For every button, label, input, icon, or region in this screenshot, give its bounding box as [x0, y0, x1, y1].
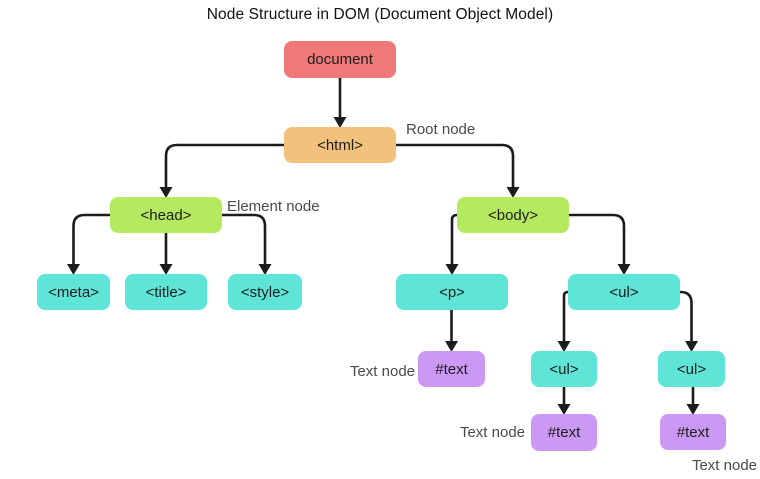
node-text3: #text — [660, 414, 726, 450]
diagram-title: Node Structure in DOM (Document Object M… — [206, 6, 554, 23]
arrowhead-ul3-text3 — [686, 404, 700, 415]
arrowhead-body-p — [445, 264, 459, 275]
arrowhead-html-head — [159, 187, 173, 198]
node-ul3: <ul> — [658, 351, 725, 387]
node-body: <body> — [457, 197, 569, 233]
annotation-text-node-2: Text node — [349, 363, 415, 380]
edge-head-style — [222, 213, 267, 266]
arrowhead-ul1-ul3 — [685, 341, 698, 352]
node-ul1: <ul> — [568, 274, 680, 310]
node-text2: #text — [531, 414, 597, 451]
arrowhead-html-body — [506, 187, 520, 198]
edge-ul1-ul2 — [562, 290, 569, 343]
node-html: <html> — [284, 127, 396, 163]
edge-body-p — [450, 213, 458, 266]
edge-ul1-ul3 — [680, 290, 693, 343]
edge-html-body — [396, 143, 515, 189]
arrowhead-ul1-ul2 — [557, 341, 571, 352]
node-ul2: <ul> — [531, 351, 597, 387]
edge-head-meta — [72, 213, 110, 266]
node-p: <p> — [396, 274, 508, 310]
node-meta: <meta> — [37, 274, 110, 310]
node-document: document — [284, 41, 396, 78]
annotation-root-node-0: Root node — [406, 121, 476, 138]
node-head: <head> — [110, 197, 222, 233]
arrowhead-head-style — [258, 264, 272, 275]
annotation-text-node-4: Text node — [691, 457, 757, 474]
edge-body-ul1 — [569, 213, 626, 266]
annotation-element-node-1: Element node — [227, 198, 320, 215]
node-text1: #text — [418, 351, 485, 387]
node-title: <title> — [125, 274, 207, 310]
annotation-text-node-3: Text node — [459, 424, 525, 441]
edge-html-head — [164, 143, 284, 189]
arrowhead-ul2-text2 — [557, 404, 571, 415]
arrowhead-document-html — [333, 117, 347, 128]
arrowhead-head-title — [159, 264, 173, 275]
arrowhead-body-ul1 — [617, 264, 631, 275]
node-style: <style> — [228, 274, 302, 310]
arrowhead-head-meta — [67, 264, 80, 275]
arrowhead-p-text1 — [445, 341, 458, 352]
